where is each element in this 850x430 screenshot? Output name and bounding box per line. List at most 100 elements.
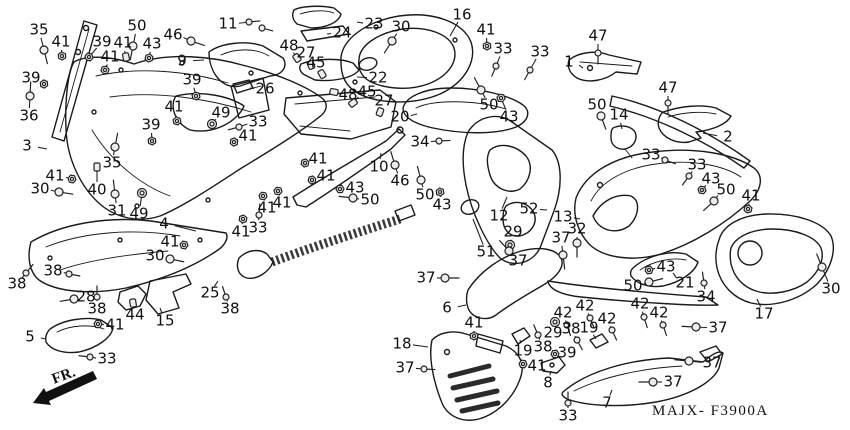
fastener-icon: [38, 44, 52, 66]
leader-line: [379, 152, 382, 160]
fastener-icon: [517, 359, 529, 369]
fastener-icon: [58, 293, 80, 306]
fastener-icon: [412, 164, 427, 186]
fastener-icon: [178, 240, 190, 250]
fastener-icon: [562, 320, 574, 337]
leader-line: [356, 21, 364, 24]
leader-line: [412, 344, 429, 348]
part-lid-20: [402, 87, 529, 134]
fastener-icon: [299, 157, 311, 169]
fastener-icon: [306, 174, 318, 186]
part-air-scoop-17: [715, 213, 834, 306]
leader-line: [609, 389, 613, 396]
fastener-icon: [228, 136, 240, 148]
fastener-icon: [93, 285, 101, 301]
part-side-cowl-13: [574, 149, 761, 259]
part-cover-21: [629, 252, 699, 288]
fastener-icon: [21, 261, 36, 278]
leader-line: [573, 217, 581, 220]
fastener-icon: [335, 184, 345, 194]
fastener-icon: [255, 203, 264, 219]
part-mount-19a: [511, 327, 531, 345]
fastener-icon: [93, 319, 103, 329]
fastener-icon: [93, 162, 101, 172]
fastener-icon: [572, 335, 586, 352]
fastener-icon: [257, 190, 269, 202]
fastener-icon: [108, 179, 121, 200]
part-trim-22: [283, 58, 397, 140]
part-stay-10: [292, 126, 406, 208]
fastener-icon: [674, 355, 694, 366]
fastener-icon: [338, 191, 359, 204]
part-bracket-15: [145, 273, 192, 315]
leader-line: [539, 208, 548, 211]
part-bracket-8: [540, 356, 566, 374]
fastener-icon: [643, 265, 655, 275]
fastener-icon: [530, 323, 543, 340]
fastener-icon: [658, 320, 670, 337]
fastener-icon: [25, 81, 36, 101]
fastener-icon: [185, 35, 207, 50]
fastener-icon: [57, 51, 67, 61]
fastener-icon: [742, 203, 754, 215]
fastener-icon: [812, 251, 828, 273]
fastener-icon: [549, 316, 561, 328]
fastener-icon: [594, 49, 602, 65]
leader-line: [192, 59, 205, 62]
fastener-icon: [440, 273, 460, 283]
leader-line: [578, 64, 584, 69]
leader-line: [620, 122, 623, 130]
leader-line: [549, 370, 552, 376]
fastener-icon: [638, 377, 658, 387]
part-cover-5: [44, 317, 114, 354]
leader-line: [356, 76, 368, 79]
part-lower-cowl-7: [561, 345, 724, 407]
part-side-cover-18: [430, 331, 523, 421]
fastener-icon: [521, 65, 535, 82]
fastener-icon: [482, 41, 492, 51]
part-duct-25: [236, 204, 416, 279]
fastener-icon: [643, 274, 665, 288]
fastener-icon: [679, 171, 694, 188]
fastener-icon: [557, 249, 570, 270]
fastener-icon: [128, 297, 138, 309]
fastener-icon: [607, 325, 620, 342]
fastener-icon: [144, 52, 154, 64]
leader-line: [702, 132, 718, 137]
part-meter-visor-16: [340, 14, 474, 103]
part-trim-23: [292, 5, 342, 29]
fastener-icon: [53, 186, 75, 199]
part-seal-51: [460, 199, 480, 215]
leader-line: [37, 146, 48, 150]
fastener-icon: [435, 186, 445, 198]
fastener-icon: [328, 87, 340, 97]
fastener-icon: [488, 61, 501, 78]
fastener-icon: [386, 149, 401, 171]
part-stay-6: [465, 247, 719, 320]
diagram-code: MAJX- F3900A: [652, 403, 769, 419]
part-bracket-44: [117, 285, 147, 311]
leader-line: [672, 272, 677, 279]
fastener-icon: [219, 285, 231, 302]
leader-line: [501, 196, 508, 209]
part-upper-cowl-3: [65, 55, 327, 220]
leader-line: [410, 113, 418, 117]
fastener-icon: [147, 136, 157, 146]
part-bracket-1: [567, 51, 642, 82]
fastener-icon: [172, 115, 182, 127]
fastener-icon: [681, 321, 701, 332]
fastener-icon: [238, 213, 248, 225]
fastener-icon: [121, 51, 131, 63]
leader-line: [40, 337, 47, 340]
part-seal-24: [300, 25, 350, 42]
fastener-icon: [316, 68, 328, 80]
fastener-icon: [469, 331, 479, 341]
fastener-icon: [38, 78, 50, 90]
fastener-icon: [435, 136, 451, 145]
leader-line: [756, 298, 762, 307]
part-lower-cowl-4: [28, 218, 228, 293]
fastener-icon: [64, 269, 81, 280]
screw-icon: [257, 23, 275, 35]
